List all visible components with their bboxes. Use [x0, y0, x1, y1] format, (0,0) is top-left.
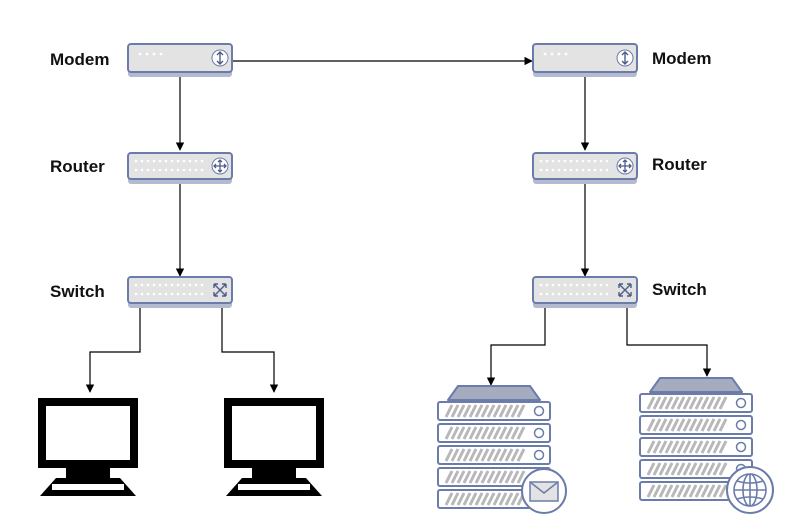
left-router-label: Router	[50, 157, 105, 176]
mail-server-icon	[438, 386, 567, 514]
connectors	[85, 56, 712, 393]
web-server-icon	[640, 378, 774, 514]
right-modem-label: Modem	[652, 49, 712, 68]
computer-monitor-icon-1	[38, 398, 138, 496]
right-switch-icon	[532, 276, 638, 309]
right-switch-to-mail-server-link	[486, 306, 546, 386]
right-switch-label: Switch	[652, 280, 707, 299]
right-router-icon	[532, 152, 638, 185]
left-switch-to-computer1-link	[85, 306, 141, 393]
right-switch-to-web-server-link	[626, 306, 712, 377]
left-modem-label: Modem	[50, 50, 110, 69]
computer-monitor-icon-2	[224, 398, 324, 496]
right-router-label: Router	[652, 155, 707, 174]
left-router-icon	[127, 152, 233, 185]
left-switch-to-computer2-link	[221, 306, 279, 393]
left-switch-label: Switch	[50, 282, 105, 301]
left-switch-icon	[127, 276, 233, 309]
right-modem-icon	[532, 43, 638, 78]
left-modem-icon	[127, 43, 233, 78]
